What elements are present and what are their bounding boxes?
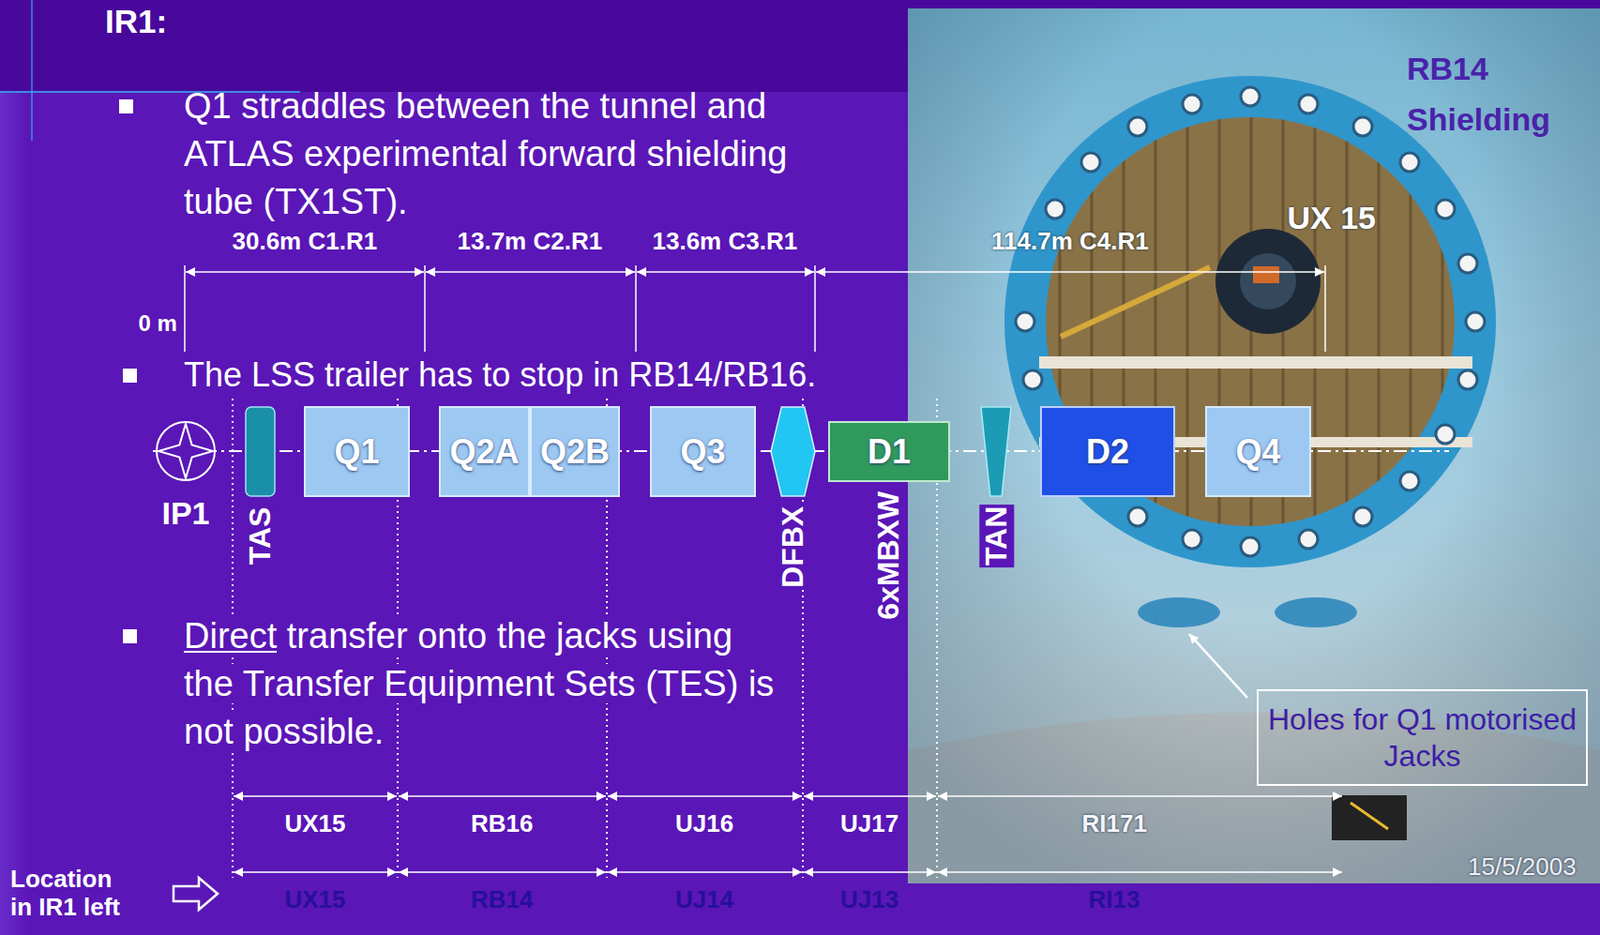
- node-text: Q2A: [449, 431, 519, 472]
- slide-title: IR1:: [105, 2, 167, 41]
- quadrupole-box: Q2B: [529, 406, 620, 498]
- text-block: Direct transfer onto the jacks using the…: [183, 612, 789, 756]
- quadrupole-box: Q1: [303, 406, 410, 498]
- quadrupole-box: Q4: [1205, 406, 1312, 498]
- bullet-text: Direct transfer onto the jacks using the…: [183, 616, 774, 752]
- tas-shape: [245, 407, 275, 497]
- shape-outline: [980, 406, 1012, 498]
- dimension-label: 114.7m C4.R1: [991, 227, 1149, 257]
- row-note: Location in IR1 left: [10, 864, 121, 921]
- location-label: UX15: [285, 810, 347, 839]
- component-label: TAS: [242, 504, 278, 567]
- callout-box: Holes for Q1 motorised Jacks: [1256, 689, 1588, 786]
- node-text: Q1: [333, 431, 379, 472]
- component-label: DFBX: [775, 504, 811, 590]
- shape-outline: [244, 406, 276, 498]
- text-block: Q1 straddles between the tunnel and ATLA…: [183, 82, 841, 227]
- component-label: IP1: [160, 495, 212, 532]
- dimension-origin: 0 m: [138, 310, 178, 337]
- hex-shape: [770, 407, 816, 497]
- dipole-box: D1: [828, 421, 951, 483]
- location-label: RI13: [1088, 886, 1141, 915]
- magnet-label: 6xMBXW: [871, 489, 906, 622]
- shape-outline: [769, 406, 816, 498]
- dipole-box: D2: [1040, 406, 1176, 498]
- interaction-point: IP1: [154, 420, 217, 483]
- bullet-text: Q1 straddles between the tunnel and ATLA…: [183, 86, 788, 222]
- text-block: Location in IR1 left: [10, 864, 133, 921]
- text-block: The LSS trailer has to stop in RB14/RB16…: [183, 355, 1028, 395]
- node-text: Holes for Q1 motorised Jacks: [1266, 701, 1579, 774]
- location-label: UJ14: [675, 886, 734, 915]
- ip-star: [158, 423, 213, 479]
- dimension-label: 30.6m C1.R1: [232, 227, 378, 257]
- ip-circle: [156, 422, 215, 481]
- node-text: D2: [1086, 431, 1130, 472]
- absorber-tas: TAS: [244, 406, 276, 498]
- bullet-text: The LSS trailer has to stop in RB14/RB16…: [183, 355, 816, 394]
- node-text: Q4: [1235, 431, 1281, 472]
- feedbox-hexagon: DFBX: [769, 406, 816, 498]
- trap-shape: [981, 407, 1012, 497]
- date-stamp: 15/5/2003: [1467, 853, 1577, 882]
- quadrupole-box: Q2A: [438, 406, 530, 498]
- location-label: UX15: [285, 886, 347, 915]
- location-label: RB14: [470, 886, 533, 915]
- photo-label: UX 15: [1287, 199, 1377, 237]
- location-label: RI171: [1082, 810, 1148, 839]
- underline: [183, 650, 277, 653]
- node-text: Q3: [679, 431, 725, 472]
- dimension-label: 13.7m C2.R1: [457, 227, 604, 257]
- shape-outline: [154, 420, 217, 483]
- location-label: UJ16: [675, 810, 734, 839]
- text-block: RB14 Shielding: [1406, 43, 1595, 145]
- node-text: Q2B: [540, 431, 610, 472]
- location-label: UJ17: [840, 810, 899, 839]
- dimension-label: 13.6m C3.R1: [652, 227, 799, 257]
- absorber-tan: TAN: [980, 406, 1012, 498]
- photo-label: RB14 Shielding: [1406, 50, 1551, 137]
- location-label: RB16: [470, 810, 533, 839]
- component-label: TAN: [979, 504, 1014, 568]
- quadrupole-box: Q3: [649, 406, 756, 498]
- location-label: UJ13: [840, 886, 899, 915]
- node-text: D1: [867, 431, 911, 472]
